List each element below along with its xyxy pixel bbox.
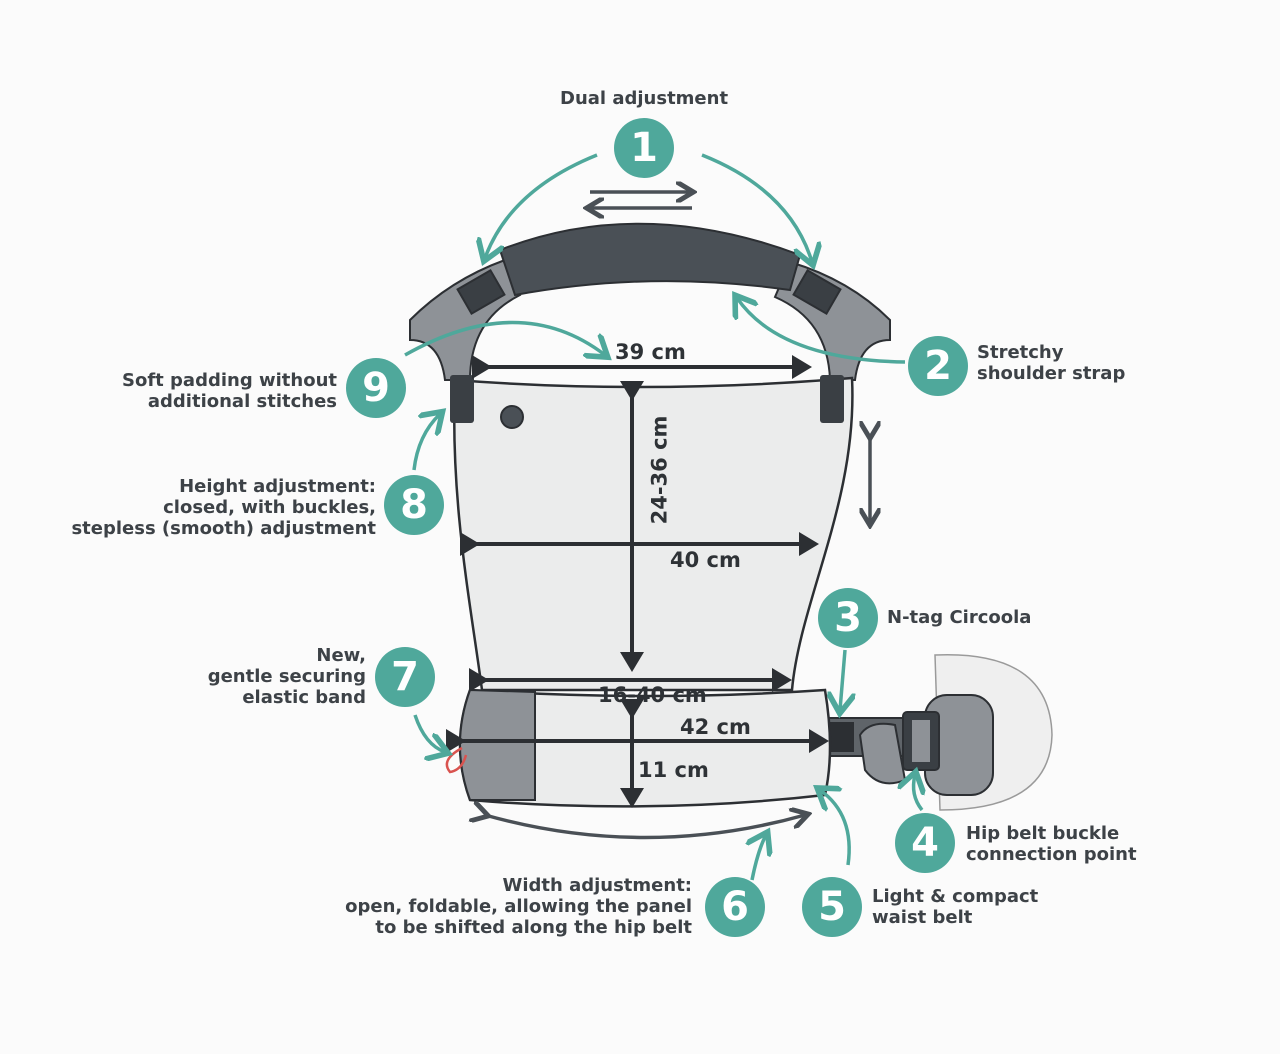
dim-label-belt-width: 42 cm: [680, 715, 751, 739]
callout-number-1: 1: [614, 118, 674, 178]
callout-arrow-3: [840, 649, 845, 710]
callout-arrow-4: [914, 775, 922, 812]
callout-number-2: 2: [908, 336, 968, 396]
panel-buckle-left: [450, 375, 474, 423]
hip-belt-end-left: [459, 688, 536, 801]
callout-label-1: Dual adjustment: [560, 88, 729, 109]
callout-arrow-2: [737, 298, 906, 364]
callout-number-3: 3: [818, 588, 878, 648]
shoulder-strap-left: [409, 258, 522, 381]
callout-number-6: 6: [705, 877, 765, 937]
callout-arrow-6: [752, 835, 766, 881]
callout-label-8: Height adjustment:closed, with buckles,s…: [71, 476, 376, 539]
callout-arrow-1-right: [701, 153, 812, 262]
callout-number-5: 5: [802, 877, 862, 937]
dim-label-top-width: 39 cm: [615, 340, 686, 364]
dim-label-belt-height: 11 cm: [638, 758, 709, 782]
callout-number-4: 4: [895, 813, 955, 873]
callout-number-8: 8: [384, 475, 444, 535]
snap-button: [500, 405, 524, 429]
width-arrow: [485, 815, 805, 840]
dim-label-height: 24-36 cm: [647, 415, 672, 525]
callout-label-6: Width adjustment:open, foldable, allowin…: [345, 875, 692, 938]
callout-number-7: 7: [375, 647, 435, 707]
callout-arrow-9: [404, 320, 605, 356]
dim-label-mid-width: 40 cm: [670, 548, 741, 572]
callout-arrow-8: [412, 414, 440, 471]
callout-arrow-5: [820, 790, 851, 866]
callout-arrow-1-left: [485, 153, 598, 258]
callout-label-3: N-tag Circoola: [887, 607, 1032, 628]
shoulder-pad: [498, 222, 802, 297]
dim-label-bottom-width: 16-40 cm: [598, 683, 707, 707]
callout-number-9: 9: [346, 358, 406, 418]
callout-arrow-7: [413, 714, 445, 752]
panel-buckle-right: [820, 375, 844, 423]
n-tag: [828, 722, 854, 752]
